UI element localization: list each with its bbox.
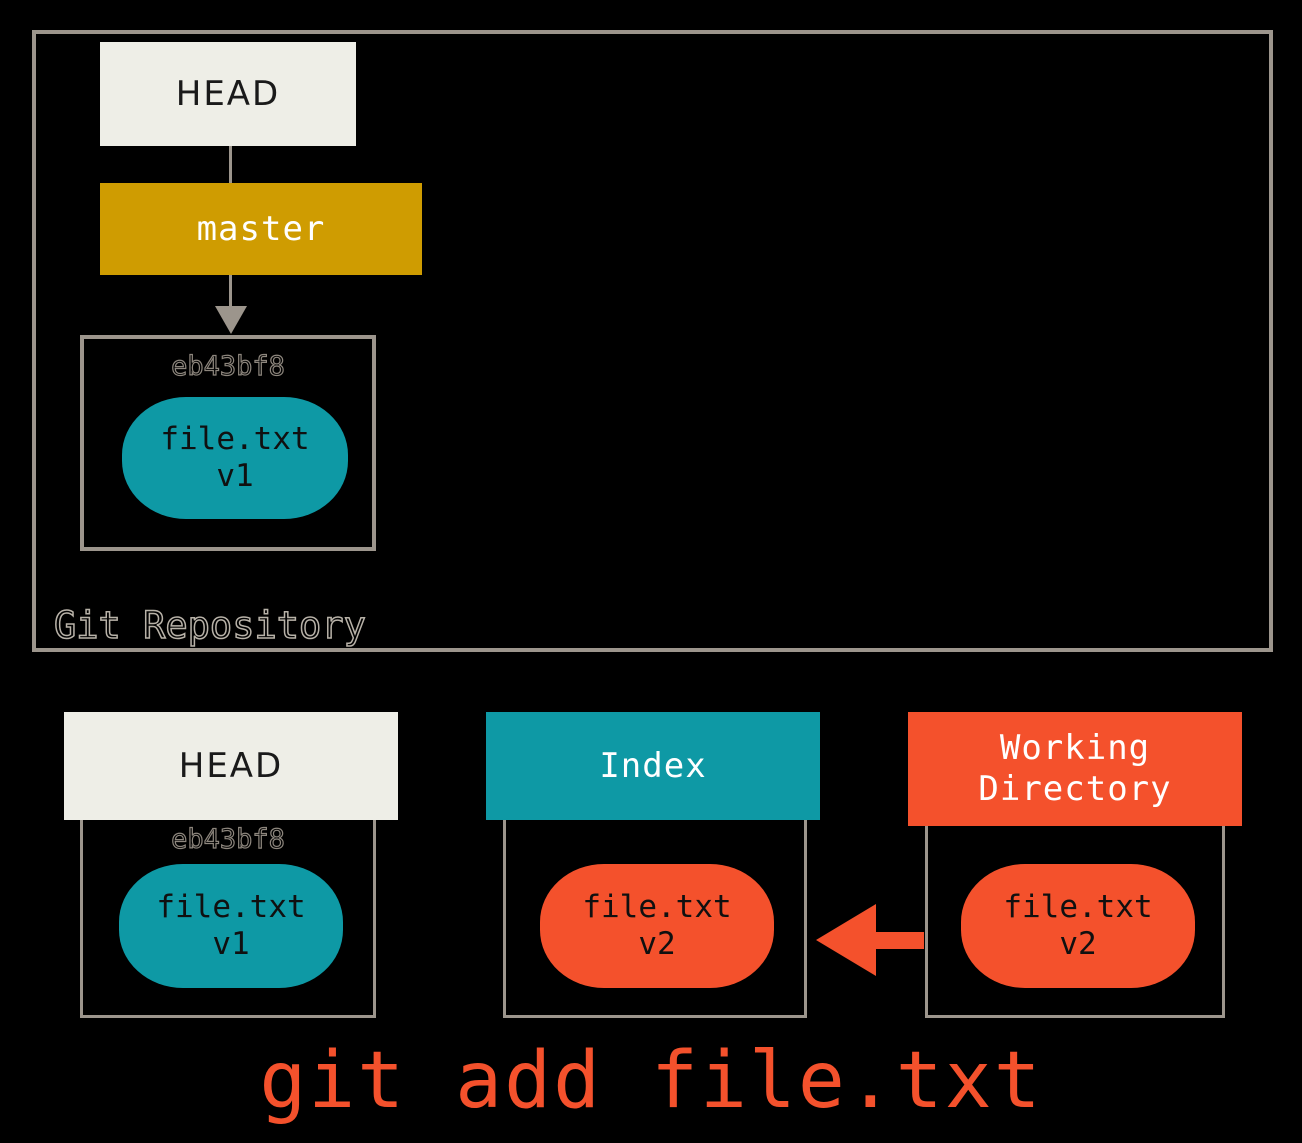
index-area-blob: file.txt v2 — [540, 864, 774, 988]
working-directory-header-line1: Working — [999, 728, 1151, 769]
blob-filename: file.txt — [156, 889, 306, 926]
blob-filename: file.txt — [582, 889, 732, 926]
master-to-commit-connector — [229, 275, 232, 309]
repo-commit-hash: eb43bf8 — [170, 350, 285, 382]
blob-filename: file.txt — [1003, 889, 1153, 926]
head-area-blob: file.txt v1 — [119, 864, 343, 988]
blob-version: v1 — [216, 458, 254, 494]
index-area-header: Index — [486, 712, 820, 820]
head-to-master-connector — [229, 146, 232, 183]
git-repository-frame — [32, 30, 1273, 652]
git-repository-label: Git Repository — [53, 603, 366, 648]
command-caption: git add file.txt — [259, 1036, 1043, 1126]
arrow-head — [816, 904, 876, 976]
head-area-commit-hash: eb43bf8 — [170, 823, 285, 855]
blob-filename: file.txt — [160, 421, 310, 458]
working-directory-area-blob: file.txt v2 — [961, 864, 1195, 988]
arrow-down-icon — [215, 306, 247, 334]
repo-master-branch-box: master — [100, 183, 422, 275]
index-area-body: file.txt v2 — [503, 818, 807, 1018]
working-directory-header-line2: Directory — [978, 769, 1172, 809]
arrow-shaft — [872, 932, 924, 949]
blob-version: v2 — [638, 926, 676, 962]
blob-version: v2 — [1059, 926, 1097, 962]
working-directory-area-body: file.txt v2 — [925, 824, 1225, 1018]
head-area-header: HEAD — [64, 712, 398, 820]
head-area-body: eb43bf8 file.txt v1 — [80, 818, 376, 1018]
repo-commit-box: eb43bf8 file.txt v1 — [80, 335, 376, 551]
blob-version: v1 — [212, 926, 250, 962]
stage-arrow-left-icon — [816, 904, 924, 976]
repo-head-box: HEAD — [100, 42, 356, 146]
working-directory-area-header: Working Directory — [908, 712, 1242, 826]
repo-commit-blob: file.txt v1 — [122, 397, 348, 519]
